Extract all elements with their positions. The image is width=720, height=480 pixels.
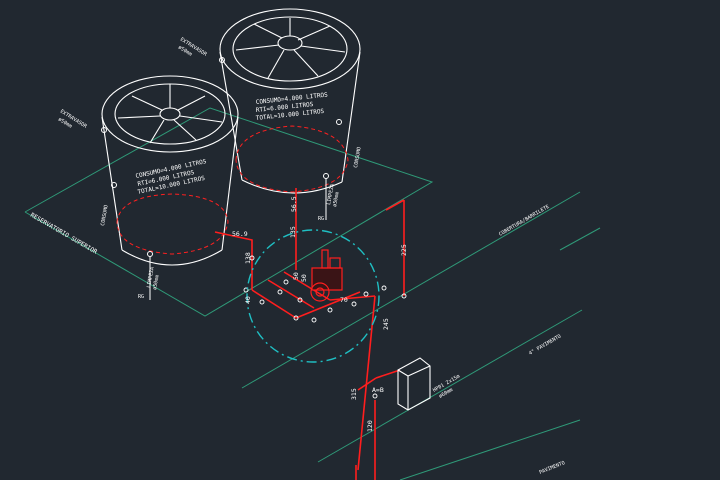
tank-left-lid-outer [101, 75, 239, 153]
pavimento3-floor-line [399, 419, 581, 480]
floor-label-pavimento3: PAVIMENTO [539, 460, 566, 476]
tank-right-lid-outer [219, 8, 361, 90]
cobertura-floor-line [241, 191, 581, 389]
tank-left-drain-label-sub: ø50mm [152, 274, 161, 290]
reservatorio-slab-outline [24, 107, 434, 317]
dim-d11: 50 [292, 272, 300, 280]
valve-right-drain [323, 173, 329, 179]
dim-d4: 138 [244, 252, 252, 264]
tank-left-labels: CONSUMO=4.000 LITROS RTI=6.000 LITROS TO… [57, 109, 208, 300]
pipe-manifold-2 [267, 279, 315, 309]
dim-d3: 135 [289, 226, 297, 238]
tank-right-wall-left [219, 51, 243, 181]
floor-label-pavimento4: 4° PAVIMENTO [528, 333, 562, 356]
hydrant-cabinet [397, 357, 431, 411]
valve-left-side [111, 182, 117, 188]
tank-left-base [121, 249, 223, 266]
section-mark: A=B [372, 386, 384, 394]
pump-volute [310, 282, 330, 302]
dim-d5: 225 [400, 244, 408, 256]
pump-volute-inner [315, 287, 325, 297]
tank-right-valve-label: RG [318, 216, 324, 222]
dim-d9: 70 [340, 296, 348, 304]
valve-left-top [101, 127, 107, 133]
tank-left-side-label: CONSUMO [100, 205, 110, 227]
valve-right-side [336, 119, 342, 125]
valve-left-drain [147, 251, 153, 257]
pavimento4-floor-line [317, 309, 583, 463]
valves [101, 57, 342, 300]
pipe-tank-left-outlet [214, 231, 253, 290]
pipe-branch-b [375, 369, 401, 379]
pipe-riser-lower [357, 295, 376, 471]
detail-circle [246, 229, 380, 363]
pipe-branch-a [357, 377, 377, 391]
dim-d2: 56.5 [290, 196, 298, 212]
dim-d7: 315 [350, 388, 358, 400]
valve-right-top [219, 57, 225, 63]
dim-d12: 50 [300, 274, 308, 282]
tank-right-base [241, 179, 343, 194]
tank-right-drain-label-sub: ø50mm [332, 191, 341, 207]
tank-left-drain-label: LIMPEZA [146, 267, 156, 289]
pipe-cobertura-run [385, 199, 405, 211]
floor-label-cobertura: COBERTURA/BARRILETE [498, 204, 551, 238]
tank-right-lid-spokes [235, 18, 346, 79]
pump-control [329, 257, 341, 269]
tank-left-valve-label: RG [138, 294, 144, 300]
tank-right [219, 8, 361, 194]
tank-right-drain-label: LIMPEZA [326, 184, 336, 206]
tank-left-lid-hub [159, 107, 181, 121]
tank-right-lid-inner [232, 16, 348, 82]
tank-right-side-label: CONSUMO [353, 147, 363, 169]
dimension-labels: 56.9 56.5 135 138 225 245 315 120 70 40 … [232, 196, 408, 432]
tank-right-wall-right [341, 51, 361, 183]
dim-d8: 120 [366, 420, 374, 432]
pipe-manifold-1 [251, 289, 297, 319]
tank-right-labels: CONSUMO=4.000 LITROS RTI=6.000 LITROS TO… [177, 37, 363, 222]
pipe-manifold-5 [329, 295, 376, 301]
tank-left-lid-spokes [117, 84, 223, 144]
piping [214, 188, 405, 480]
floor-label-reservatorio: RESERVATORIO SUPERIOR [29, 212, 99, 256]
dim-d10: 40 [244, 296, 252, 304]
floor-line-extra [559, 227, 601, 251]
pump-pressure-switch [321, 249, 329, 269]
floor-lines [24, 107, 601, 480]
fittings [243, 255, 407, 399]
pump-group [310, 249, 343, 302]
tank-left-water-level [116, 193, 229, 255]
tank-right-water-level [235, 125, 349, 193]
dim-d6: 245 [382, 318, 390, 330]
dim-d1: 56.9 [232, 230, 248, 238]
pipe-manifold-4 [295, 291, 361, 319]
